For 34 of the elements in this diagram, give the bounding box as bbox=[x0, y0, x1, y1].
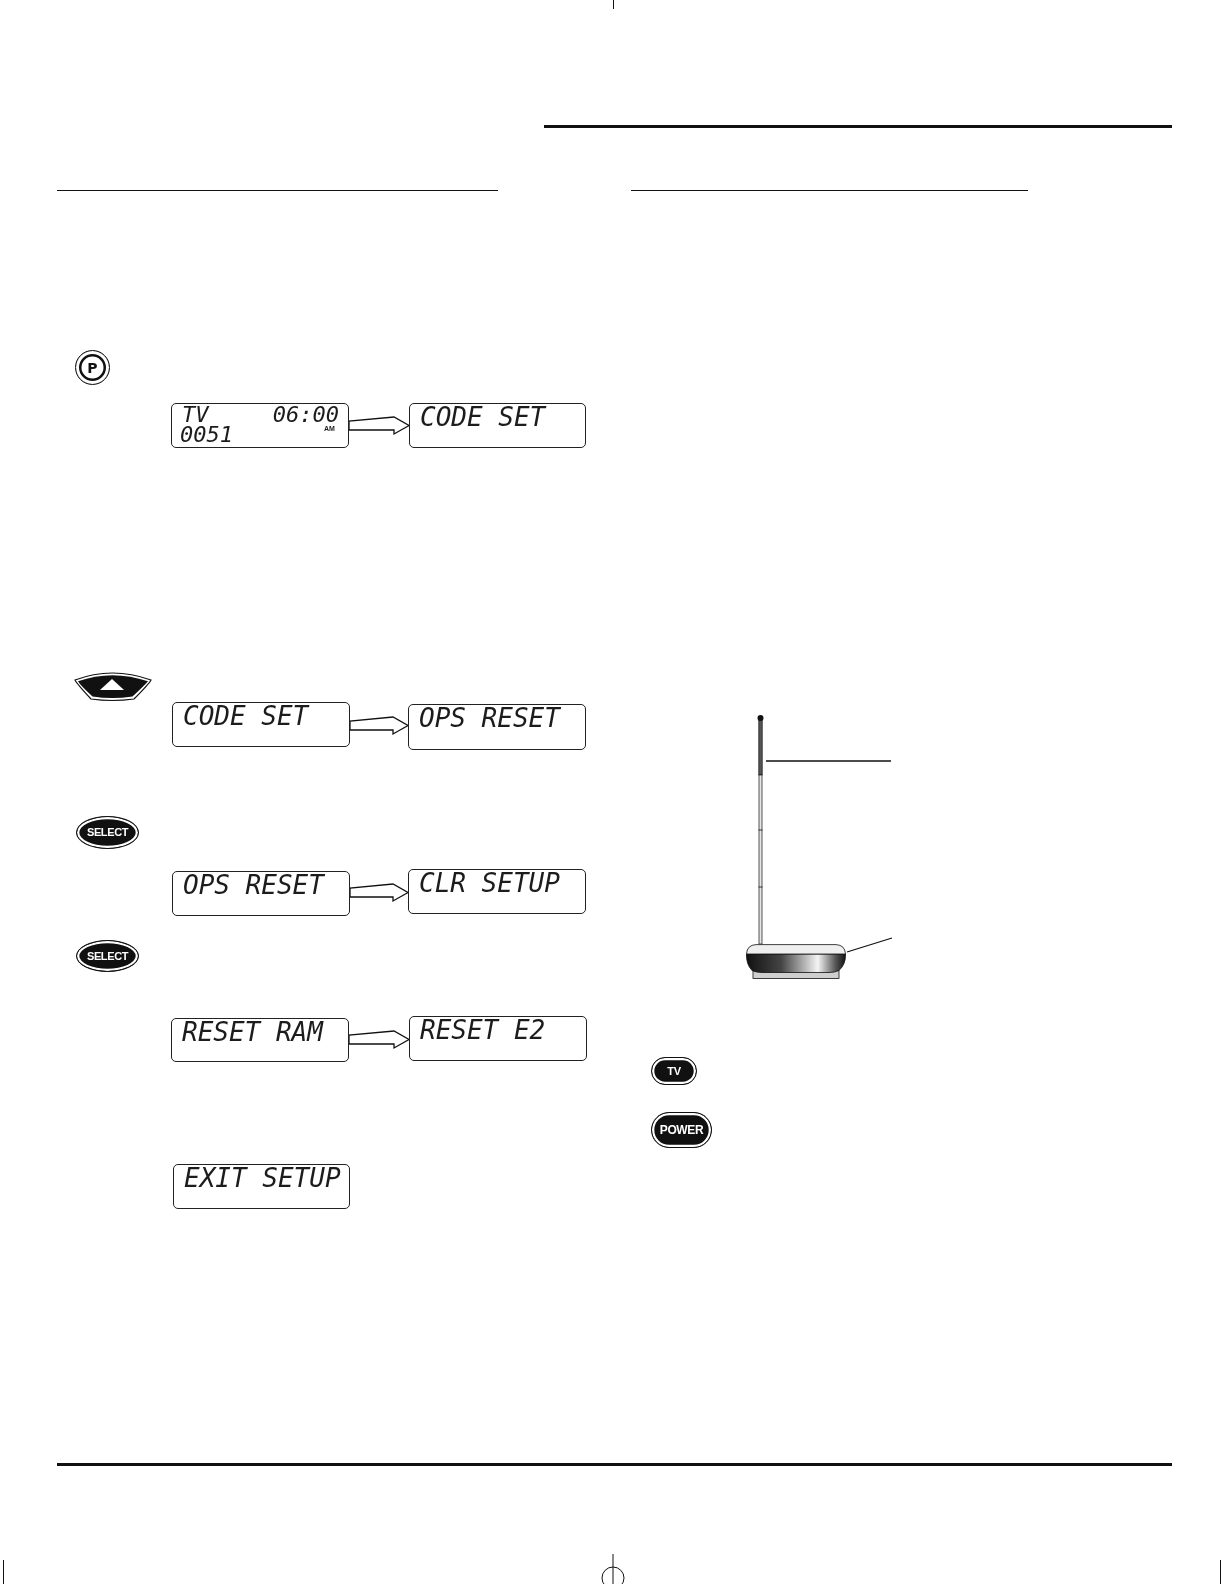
arrow bbox=[348, 1030, 411, 1050]
round-button: P bbox=[75, 350, 110, 385]
display-text: 0051 bbox=[180, 424, 233, 446]
display-text: CODE SET bbox=[420, 404, 546, 430]
pill-button: TV bbox=[651, 1057, 697, 1085]
display-text: EXIT SETUP bbox=[184, 1165, 341, 1191]
display-text: 06:00 bbox=[272, 404, 339, 426]
display-text: OPS RESET bbox=[183, 872, 324, 898]
leader-line bbox=[765, 760, 892, 762]
display-text: OPS RESET bbox=[419, 705, 560, 731]
oval-button: SELECT bbox=[76, 940, 139, 972]
lcd-display bbox=[409, 1016, 587, 1061]
lcd-display bbox=[172, 702, 350, 747]
display-text: CLR SETUP bbox=[419, 870, 560, 896]
lcd-display bbox=[172, 871, 350, 916]
lcd-display bbox=[171, 1018, 349, 1062]
display-text: CODE SET bbox=[183, 703, 309, 729]
display-text: TV bbox=[182, 404, 209, 426]
arrow bbox=[349, 716, 410, 736]
leader-line bbox=[846, 937, 893, 953]
antenna-rod bbox=[755, 714, 766, 945]
oval-button: SELECT bbox=[76, 816, 139, 849]
up-button bbox=[74, 672, 152, 701]
lcd-display bbox=[408, 869, 586, 914]
pill-button: POWER bbox=[651, 1112, 712, 1148]
lcd-display bbox=[173, 1164, 350, 1209]
arrow bbox=[348, 416, 411, 436]
lcd-display bbox=[171, 403, 349, 448]
antenna-base bbox=[745, 944, 847, 979]
lcd-display bbox=[408, 704, 586, 750]
display-text: RESET E2 bbox=[420, 1017, 546, 1043]
arrow bbox=[349, 883, 410, 903]
display-text: RESET RAM bbox=[182, 1019, 323, 1045]
lcd-display bbox=[409, 403, 586, 448]
